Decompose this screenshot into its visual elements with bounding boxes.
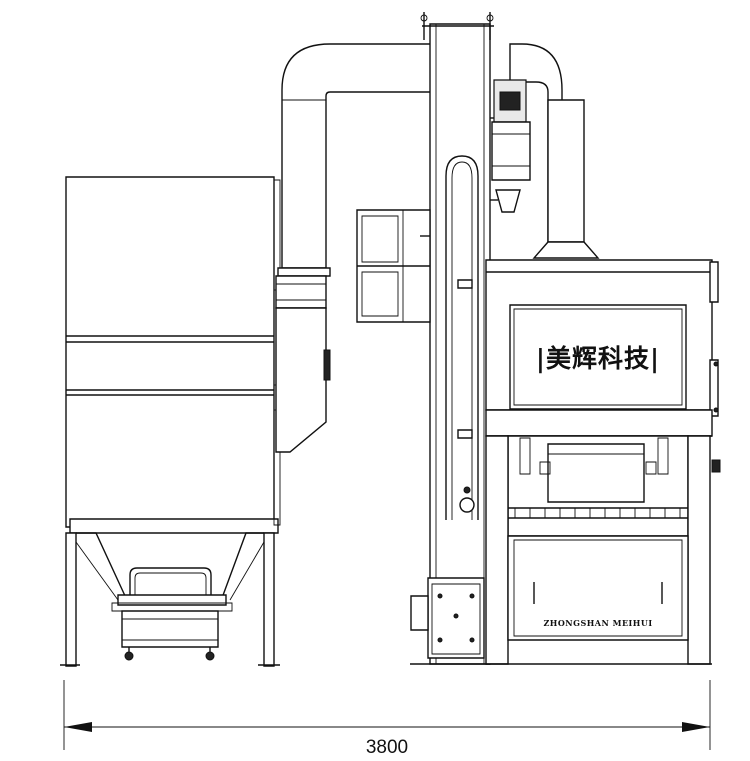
- elevator-column: [410, 12, 494, 664]
- brand-nameplate-text: |美辉科技|: [536, 344, 660, 373]
- overall-width-dimension: [64, 680, 710, 750]
- dimension-arrow-right: [682, 722, 710, 732]
- overall-width-label: 3800: [366, 737, 408, 758]
- brand-nameplate-subtext: ZHONGSHAN MEIHUI: [543, 618, 652, 628]
- dimension-arrow-left: [64, 722, 92, 732]
- service-platform: [357, 200, 498, 322]
- air-duct: [276, 44, 598, 452]
- blast-cabinet: [486, 260, 720, 664]
- dust-collector: [60, 177, 280, 666]
- grate-slots: [515, 508, 680, 518]
- drive-motor: [490, 80, 530, 212]
